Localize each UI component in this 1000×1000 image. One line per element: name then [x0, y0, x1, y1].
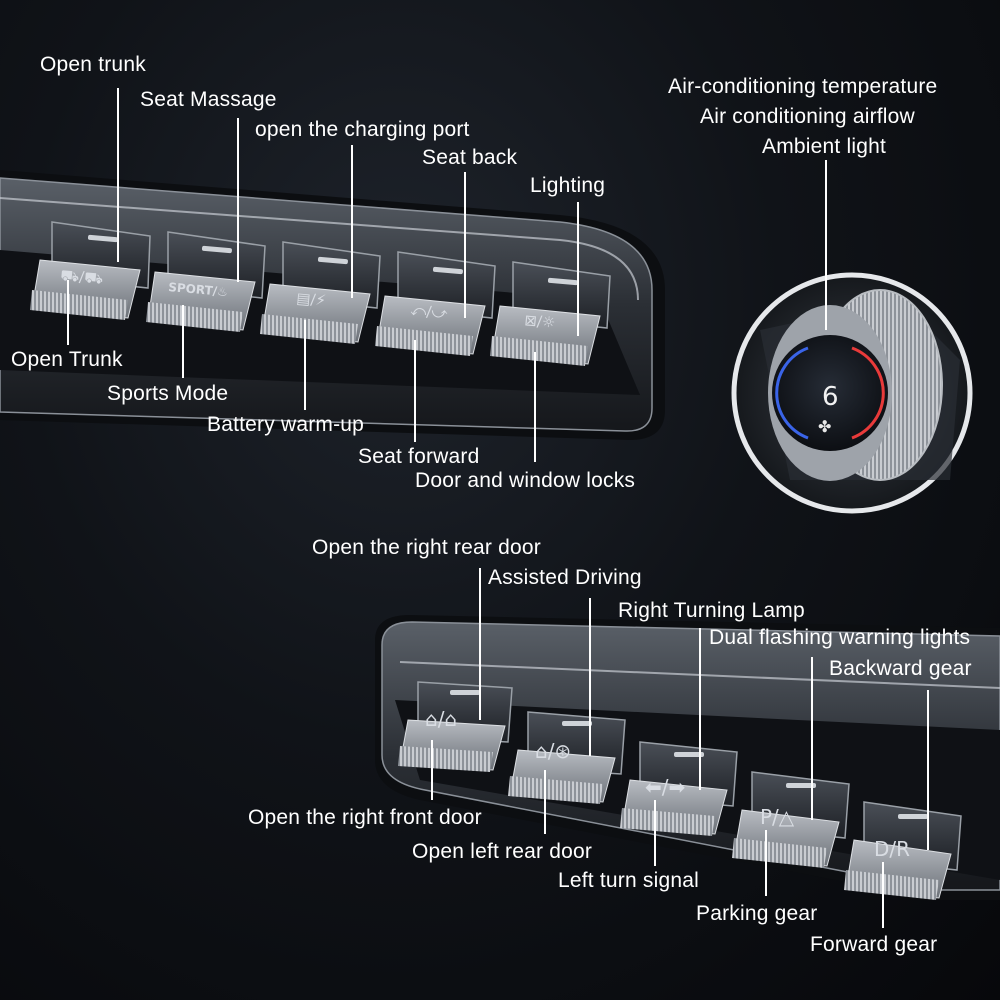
label-open-left-rear-door: Open left rear door: [412, 840, 593, 863]
steering-icon: ⌂/⊛: [535, 739, 571, 763]
charging-port-icon: ▤/⚡: [296, 289, 327, 310]
label-backward-gear: Backward gear: [829, 657, 972, 680]
knob-assembly: 6 ✤: [731, 272, 973, 514]
label-ac-airflow: Air conditioning airflow: [700, 105, 915, 128]
label-seat-forward: Seat forward: [358, 445, 480, 468]
label-forward-gear: Forward gear: [810, 933, 938, 956]
bottom-key-2[interactable]: ⌂/⊛: [508, 711, 626, 804]
label-open-right-rear-door: Open the right rear door: [312, 536, 541, 559]
top-key-5[interactable]: ⊠/☼: [490, 261, 611, 366]
bottom-key-3[interactable]: ⬅/➡: [620, 741, 738, 836]
label-door-window-locks: Door and window locks: [415, 469, 636, 492]
trunk-icon: ⛟/⛟: [60, 266, 104, 288]
label-open-right-front-door: Open the right front door: [248, 806, 482, 829]
turn-signal-icon: ⬅/➡: [645, 775, 685, 799]
lock-light-icon: ⊠/☼: [524, 311, 557, 332]
hot-arc: [851, 346, 885, 440]
label-ambient-light: Ambient light: [762, 135, 886, 158]
label-open-trunk: Open trunk: [40, 53, 146, 76]
label-right-turning-lamp: Right Turning Lamp: [618, 599, 805, 622]
label-left-turn-signal: Left turn signal: [558, 869, 699, 892]
leader-lines: [67, 88, 929, 928]
label-ac-temperature: Air-conditioning temperature: [668, 75, 938, 98]
bottom-key-4[interactable]: P/△: [732, 771, 850, 868]
bottom-key-5[interactable]: D/R: [844, 801, 962, 900]
bottom-key-1[interactable]: ⌂/⌂: [398, 681, 513, 772]
top-key-2[interactable]: SPORT/♨: [146, 231, 266, 332]
label-open-charging-port: open the charging port: [255, 118, 470, 141]
label-assisted-driving: Assisted Driving: [488, 566, 642, 589]
sport-seat-icon: SPORT/♨: [168, 280, 229, 299]
top-key-4[interactable]: ⤺/⤻: [375, 251, 496, 356]
fan-icon: ✤: [818, 417, 831, 436]
ac-knob[interactable]: [772, 335, 888, 451]
cold-arc: [775, 346, 809, 440]
door-icon: ⌂/⌂: [425, 707, 457, 731]
top-key-3[interactable]: ▤/⚡: [260, 241, 381, 344]
label-sports-mode: Sports Mode: [107, 382, 229, 405]
label-lighting: Lighting: [530, 174, 606, 197]
knob-value: 6: [822, 382, 839, 412]
parking-hazard-icon: P/△: [760, 805, 795, 829]
label-battery-warmup: Battery warm-up: [207, 413, 365, 436]
top-key-1[interactable]: ⛟/⛟: [30, 221, 151, 320]
gear-icon: D/R: [874, 837, 910, 861]
label-seat-massage: Seat Massage: [140, 88, 277, 111]
label-open-trunk-alt: Open Trunk: [11, 348, 123, 371]
label-seat-back: Seat back: [422, 146, 518, 169]
seat-adjust-icon: ⤺/⤻: [410, 301, 449, 322]
label-dual-flashing: Dual flashing warning lights: [709, 626, 971, 649]
label-parking-gear: Parking gear: [696, 902, 818, 925]
